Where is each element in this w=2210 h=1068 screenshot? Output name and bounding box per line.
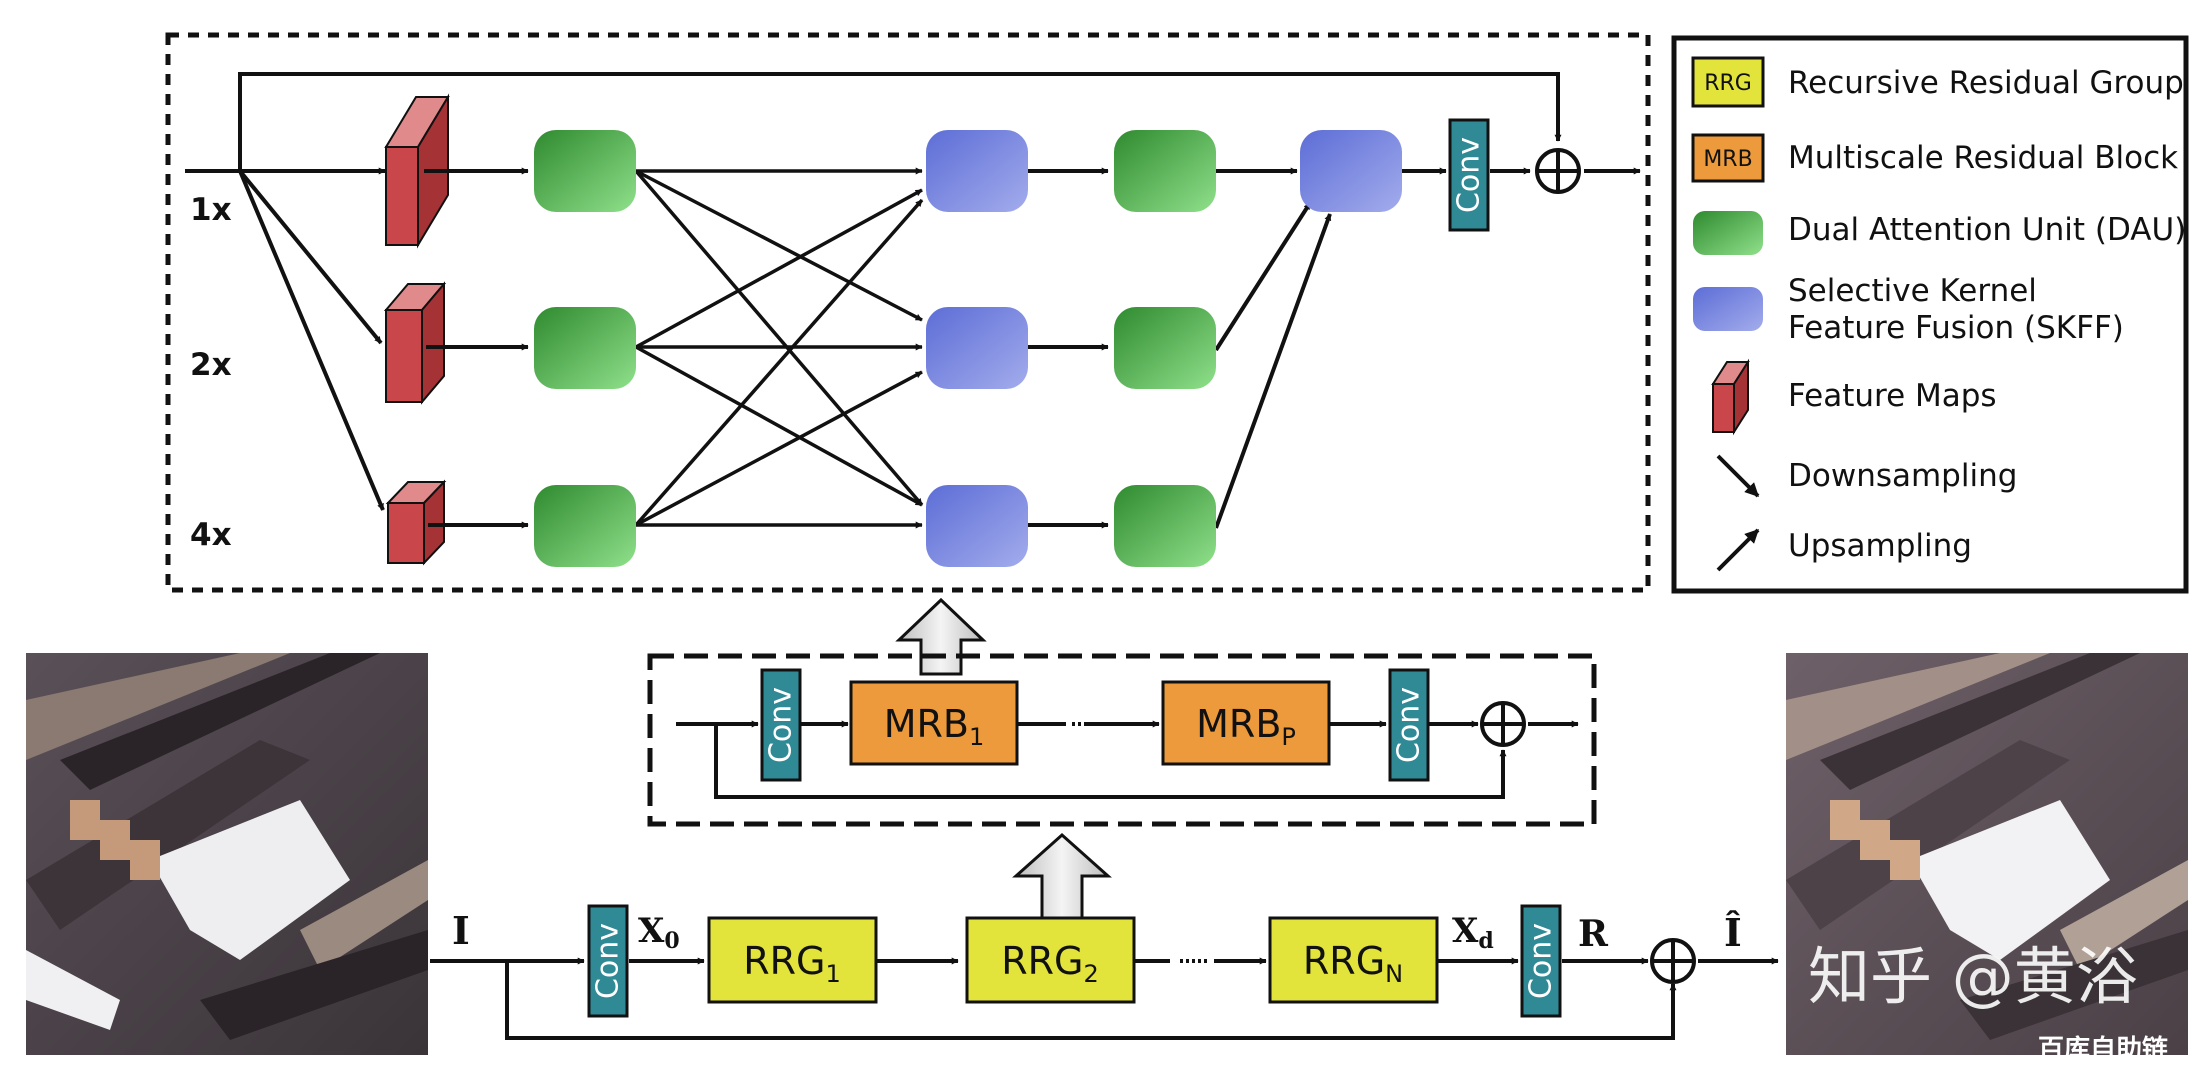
dau-to-final-skff-edges <box>1214 167 1641 529</box>
conv-label: Conv <box>1452 137 1487 213</box>
mrb-detail-panel <box>165 32 1651 593</box>
watermark-main: 知乎 @黄浴 <box>1808 940 2138 1013</box>
rrg-2-label: RRG2 <box>1001 939 1099 988</box>
legend-mrb-label: Multiscale Residual Block <box>1788 140 2178 176</box>
conv-label: Conv <box>1392 687 1427 763</box>
legend-item-mrb: MRB Multiscale Residual Block <box>1691 133 2178 183</box>
legend-mrb-swatch-text: MRB <box>1703 147 1752 172</box>
mrb-block-last: MRBP <box>1161 680 1331 766</box>
watermark-corner: 百库自助链 <box>2038 1034 2168 1065</box>
rrg-n-label: RRGN <box>1303 939 1403 988</box>
mrb-input-edges <box>185 72 1562 511</box>
rrg-block-2: RRG2 <box>965 916 1136 1004</box>
skff-block-scale2 <box>926 307 1028 389</box>
conv-label: Conv <box>1524 923 1559 999</box>
legend-downsampling-label: Downsampling <box>1788 458 2017 494</box>
rrg-detail-panel <box>647 653 1597 827</box>
signal-output-label: Î <box>1724 910 1742 955</box>
skff-block-scale1 <box>926 130 1028 212</box>
downsampling-arrow-icon <box>1716 454 1760 498</box>
rrg-block-1: RRG1 <box>707 916 878 1004</box>
legend-item-upsampling: Upsampling <box>1716 528 1972 572</box>
conv-block-mrb-detail: Conv <box>1448 118 1490 232</box>
sum-node-main <box>1650 938 1696 984</box>
signal-x0-label: X0 <box>638 911 680 954</box>
scale-label-4x: 4x <box>190 517 232 553</box>
legend-upsampling-label: Upsampling <box>1788 528 1972 564</box>
main-pipeline-edges <box>430 957 1779 1040</box>
legend-skff-label-line1: Selective Kernel <box>1788 273 2037 309</box>
upsampling-arrow-icon <box>1716 528 1760 572</box>
dau-block-scale2-b <box>1114 307 1216 389</box>
skff-block-scale3 <box>926 485 1028 567</box>
signal-input-label: I <box>452 908 470 953</box>
feature-to-dau-edges <box>424 167 529 529</box>
signal-xd-label: Xd <box>1452 911 1494 954</box>
conv-block-main-in: Conv <box>587 904 629 1018</box>
conv-label: Conv <box>591 923 626 999</box>
rrg-1-label: RRG1 <box>743 939 841 988</box>
input-image <box>26 653 428 1055</box>
sum-node-mrb-detail <box>1535 148 1581 194</box>
legend-item-downsampling: Downsampling <box>1716 454 2017 498</box>
rrg-detail-edges <box>676 720 1579 799</box>
conv-block-rrg-in: Conv <box>760 668 802 782</box>
zoom-arrow-rrg-to-mrb <box>1012 832 1112 920</box>
conv-label: Conv <box>764 687 799 763</box>
skff-block-final <box>1300 130 1402 212</box>
legend-item-rrg: RRG Recursive Residual Group <box>1691 56 2184 108</box>
legend-feature-maps-label: Feature Maps <box>1788 378 1997 414</box>
dau-block-scale3-b <box>1114 485 1216 567</box>
dau-block-scale3-a <box>534 485 636 567</box>
rrg-block-n: RRGN <box>1268 916 1439 1004</box>
dau-block-scale1-a <box>534 130 636 212</box>
legend-item-feature-maps: Feature Maps <box>1711 358 1997 436</box>
output-image: 知乎 @黄浴 百库自助链 <box>1786 653 2188 1065</box>
legend-item-dau: Dual Attention Unit (DAU) <box>1693 211 2186 255</box>
conv-block-rrg-out: Conv <box>1388 668 1430 782</box>
feature-map-2x <box>383 281 447 405</box>
mrb-last-label: MRBP <box>1196 702 1296 751</box>
skff-to-dau-edges <box>1028 167 1109 529</box>
cross-scale-edges <box>634 167 924 529</box>
legend-dau-label: Dual Attention Unit (DAU) <box>1788 212 2186 248</box>
sum-node-rrg-detail <box>1480 701 1526 747</box>
mrb-block-first: MRB1 <box>849 680 1019 766</box>
zoom-arrow-mrb-to-detail <box>895 597 987 676</box>
conv-block-main-out: Conv <box>1520 904 1562 1018</box>
legend-rrg-swatch-text: RRG <box>1704 71 1752 96</box>
legend-skff-label-line2: Feature Fusion (SKFF) <box>1788 310 2124 346</box>
legend-item-skff: Selective Kernel Feature Fusion (SKFF) <box>1693 273 2124 346</box>
mrb-first-label: MRB1 <box>884 702 985 751</box>
scale-label-2x: 2x <box>190 347 232 383</box>
feature-map-4x <box>385 479 447 566</box>
signal-residual-label: R <box>1578 913 1609 955</box>
dau-block-scale2-a <box>534 307 636 389</box>
dau-block-scale1-b <box>1114 130 1216 212</box>
legend-rrg-label: Recursive Residual Group <box>1788 65 2184 101</box>
scale-label-1x: 1x <box>190 192 232 228</box>
